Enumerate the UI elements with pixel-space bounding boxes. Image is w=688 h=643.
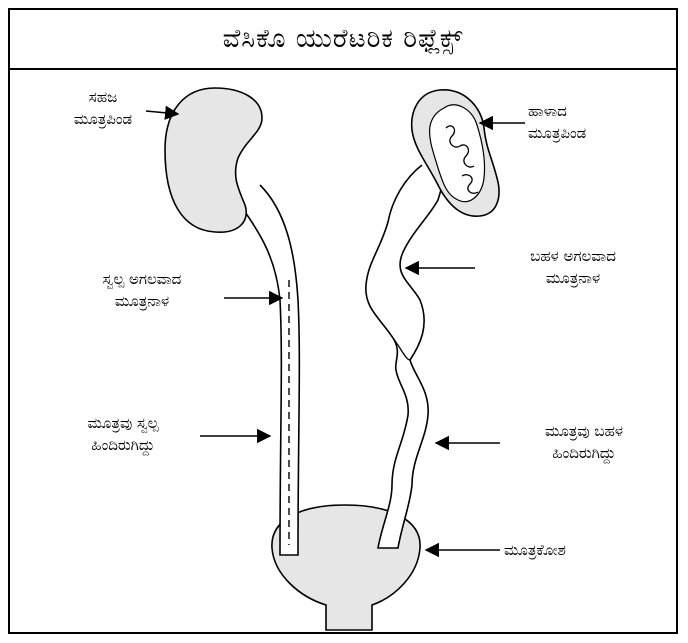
left-ureter <box>240 185 299 555</box>
label-slight-backflow: ಮೂತ್ರವು ಸ್ವಲ್ಪ ಹಿಂದಿರುಗಿದ್ದು <box>48 412 198 456</box>
label-damaged-kidney: ಹಾಳಾದ ಮೂತ್ರಪಿಂಡ <box>528 100 668 144</box>
label-bladder: ಮೂತ್ರಕೋಶ <box>504 539 664 561</box>
label-normal-kidney: ಸಹಜ ಮೂತ್ರಪಿಂಡ <box>58 86 148 130</box>
label-very-wide-ureter: ಬಹಳ ಅಗಲವಾದ ಮೂತ್ರನಾಳ <box>478 245 668 289</box>
label-heavy-backflow: ಮೂತ್ರವು ಬಹಳ ಹಿಂದಿರುಗಿದ್ದು <box>500 420 668 464</box>
label-slightly-wide-ureter: ಸ್ವಲ್ಪ ಅಗಲವಾದ ಮೂತ್ರನಾಳ <box>62 268 222 312</box>
